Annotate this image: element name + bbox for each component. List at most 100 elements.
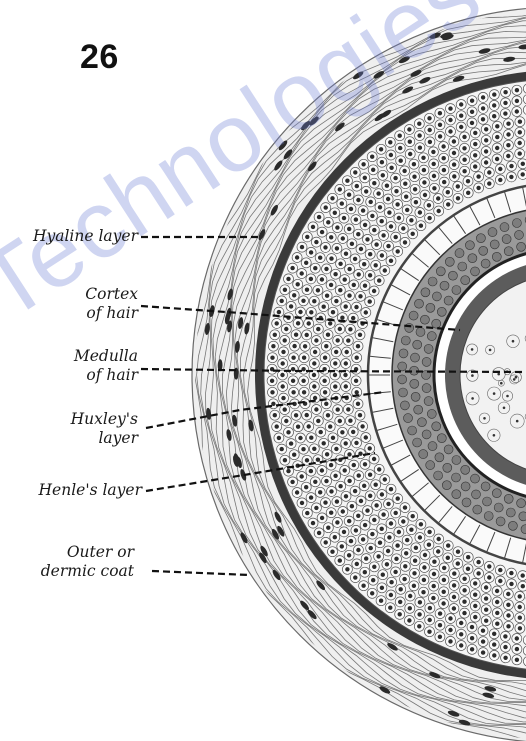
- sheath-nucleus: [296, 321, 300, 325]
- sheath-nucleus: [365, 508, 369, 512]
- sheath-nucleus: [427, 216, 431, 220]
- sheath-nucleus: [341, 509, 345, 513]
- sheath-nucleus: [492, 632, 496, 636]
- sheath-nucleus: [355, 390, 359, 394]
- huxley-cell: [422, 384, 431, 393]
- sheath-nucleus: [281, 361, 285, 365]
- sheath-nucleus: [418, 600, 422, 604]
- huxley-cell: [512, 219, 521, 228]
- sheath-nucleus: [329, 235, 333, 239]
- sheath-nucleus: [301, 447, 305, 451]
- huxley-cell: [471, 267, 480, 276]
- sheath-nucleus: [473, 164, 477, 168]
- sheath-nucleus: [295, 255, 299, 259]
- sheath-nucleus: [292, 344, 296, 348]
- sheath-nucleus: [333, 535, 337, 539]
- huxley-cell: [421, 288, 430, 297]
- sheath-nucleus: [427, 630, 431, 634]
- medulla-granule: [500, 382, 503, 385]
- huxley-cell: [443, 463, 452, 472]
- sheath-nucleus: [386, 502, 390, 506]
- sheath-nucleus: [515, 99, 519, 103]
- sheath-nucleus: [329, 256, 333, 260]
- sheath-nucleus: [333, 211, 337, 215]
- sheath-nucleus: [313, 266, 317, 270]
- huxley-cell: [458, 262, 467, 271]
- sheath-nucleus: [323, 500, 327, 504]
- huxley-cell: [515, 230, 524, 239]
- sheath-nucleus: [277, 436, 281, 440]
- sheath-nucleus: [344, 441, 348, 445]
- sheath-nucleus: [294, 333, 298, 337]
- huxley-cell: [481, 482, 490, 491]
- huxley-cell: [479, 246, 488, 255]
- sheath-nucleus: [388, 606, 392, 610]
- sheath-nucleus: [381, 233, 385, 237]
- sheath-nucleus: [395, 543, 399, 547]
- sheath-nucleus: [309, 250, 313, 254]
- sheath-nucleus: [515, 647, 519, 651]
- sheath-nucleus: [333, 272, 337, 276]
- sheath-nucleus: [518, 120, 522, 124]
- sheath-nucleus: [459, 125, 463, 129]
- sheath-nucleus: [503, 101, 507, 105]
- sheath-nucleus: [363, 570, 367, 574]
- sheath-nucleus: [470, 625, 474, 629]
- sheath-nucleus: [294, 413, 298, 417]
- sheath-nucleus: [442, 180, 446, 184]
- huxley-cell: [413, 340, 422, 349]
- sheath-nucleus: [364, 310, 368, 314]
- sheath-nucleus: [370, 155, 374, 159]
- sheath-nucleus: [442, 566, 446, 570]
- sheath-nucleus: [380, 219, 384, 223]
- sheath-nucleus: [333, 474, 337, 478]
- sheath-nucleus: [473, 131, 477, 135]
- medulla-granule: [471, 348, 474, 351]
- sheath-nucleus: [371, 168, 375, 172]
- sheath-nucleus: [324, 344, 328, 348]
- sheath-nucleus: [311, 521, 315, 525]
- sheath-nucleus: [326, 526, 330, 530]
- label-huxleys-layer: Huxley's layer: [40, 410, 138, 448]
- sheath-nucleus: [296, 425, 300, 429]
- sheath-nucleus: [334, 350, 338, 354]
- sheath-nucleus: [452, 162, 456, 166]
- sheath-nucleus: [380, 586, 384, 590]
- sheath-nucleus: [347, 193, 351, 197]
- sheath-nucleus: [423, 193, 427, 197]
- sheath-nucleus: [352, 463, 356, 467]
- sheath-nucleus: [328, 424, 332, 428]
- huxley-cell: [500, 223, 509, 232]
- huxley-cell: [432, 292, 441, 301]
- sheath-nucleus: [336, 407, 340, 411]
- sheath-nucleus: [358, 413, 362, 417]
- sheath-nucleus: [323, 390, 327, 394]
- sheath-nucleus: [515, 109, 519, 113]
- sheath-nucleus: [290, 266, 294, 270]
- sheath-nucleus: [376, 191, 380, 195]
- sheath-nucleus: [381, 173, 385, 177]
- sheath-nucleus: [418, 210, 422, 214]
- huxley-cell: [444, 296, 453, 305]
- sheath-nucleus: [459, 632, 463, 636]
- sheath-nucleus: [280, 373, 284, 377]
- sheath-nucleus: [281, 384, 285, 388]
- sheath-nucleus: [404, 195, 408, 199]
- sheath-nucleus: [298, 436, 302, 440]
- sheath-nucleus: [413, 559, 417, 563]
- sheath-nucleus: [352, 283, 356, 287]
- sheath-nucleus: [324, 205, 328, 209]
- huxley-cell: [461, 276, 470, 285]
- sheath-nucleus: [484, 619, 488, 623]
- sheath-nucleus: [423, 553, 427, 557]
- sheath-nucleus: [397, 216, 401, 220]
- sheath-nucleus: [309, 277, 313, 281]
- sheath-nucleus: [376, 554, 380, 558]
- sheath-nucleus: [314, 240, 318, 244]
- sheath-nucleus: [291, 356, 295, 360]
- sheath-nucleus: [377, 278, 381, 282]
- sheath-nucleus: [518, 594, 522, 598]
- sheath-nucleus: [340, 316, 344, 320]
- medulla-granule: [471, 397, 474, 400]
- sheath-nucleus: [372, 565, 376, 569]
